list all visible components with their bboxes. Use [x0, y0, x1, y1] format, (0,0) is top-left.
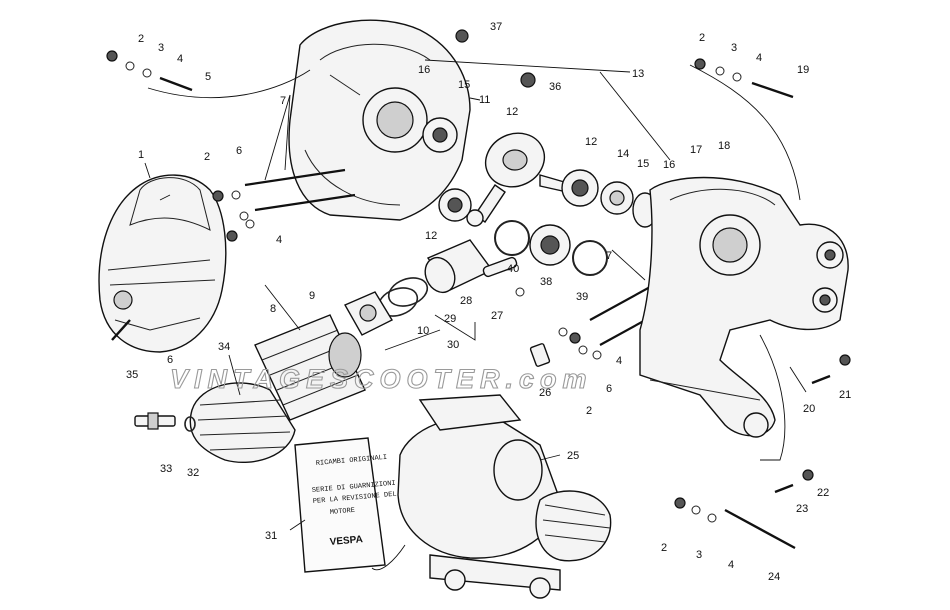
callout-6-mid-left: 6	[236, 145, 242, 157]
packet-brand: VESPA	[329, 534, 363, 548]
callout-18: 18	[718, 140, 730, 152]
flywheel-cover	[98, 174, 227, 353]
callout-3-top-right: 3	[731, 42, 737, 54]
crankcase-left-half	[288, 19, 471, 221]
callout-21: 21	[839, 389, 851, 401]
callout-14: 14	[617, 148, 629, 160]
callout-38: 38	[540, 276, 552, 288]
packet-line-3: MOTORE	[330, 507, 356, 517]
callout-12-right: 12	[585, 136, 597, 148]
crankcase-right-swingarm	[639, 176, 849, 438]
callout-4-bottom: 4	[728, 559, 734, 571]
callout-16-right: 16	[663, 159, 675, 171]
leader-lines	[144, 59, 807, 531]
callout-34: 34	[218, 341, 230, 353]
callout-16-left: 16	[418, 64, 430, 76]
callout-2-bottom: 2	[661, 542, 667, 554]
callout-3-bottom: 3	[696, 549, 702, 561]
callout-7-left: 7	[280, 95, 286, 107]
callout-12-lower: 12	[425, 230, 437, 242]
callout-20: 20	[803, 403, 815, 415]
callout-30: 30	[447, 339, 459, 351]
callout-4-mid-left: 4	[276, 234, 282, 246]
callout-11: 11	[479, 94, 490, 106]
callout-23: 23	[796, 503, 808, 515]
callout-4-top-left: 4	[177, 53, 183, 65]
callout-numbers: 2 3 4 5 7 37 16 15 11 12 36 13 2 3 4 19 …	[126, 21, 851, 583]
callout-29: 29	[444, 313, 456, 325]
callout-6-mid-right: 6	[606, 383, 612, 395]
assembled-engine	[371, 394, 612, 599]
callout-2-top-left: 2	[138, 33, 144, 45]
callout-39: 39	[576, 291, 588, 303]
callout-9: 9	[309, 290, 315, 302]
callout-15-left: 15	[458, 79, 470, 91]
callout-26: 26	[539, 387, 551, 399]
crankshaft	[466, 132, 586, 227]
callout-2-top-right: 2	[699, 32, 705, 44]
callout-2-mid-left: 2	[204, 151, 210, 163]
spark-plug	[134, 412, 196, 432]
callout-33: 33	[160, 463, 172, 475]
small-hardware	[106, 29, 851, 550]
callout-8: 8	[270, 303, 276, 315]
callout-31: 31	[265, 530, 277, 542]
callout-24: 24	[768, 571, 780, 583]
callout-13: 13	[632, 68, 644, 80]
piston-assembly	[344, 239, 525, 336]
watermark: VINTAGESCOOTER.com	[170, 364, 593, 394]
callout-40: 40	[507, 263, 519, 275]
callout-19: 19	[797, 64, 809, 76]
callout-32: 32	[187, 467, 199, 479]
cylinder	[254, 314, 366, 421]
cylinder-head	[189, 382, 296, 464]
callout-1: 1	[138, 149, 144, 161]
callout-2-mid-right: 2	[586, 405, 592, 417]
callout-22: 22	[817, 487, 829, 499]
callout-4-mid-right: 4	[616, 355, 622, 367]
callout-3-top-left: 3	[158, 42, 164, 54]
callout-5: 5	[205, 71, 211, 83]
callout-37: 37	[490, 21, 502, 33]
callout-12-top: 12	[506, 106, 518, 118]
callout-28: 28	[460, 295, 472, 307]
callout-4-top-right: 4	[756, 52, 762, 64]
callout-36: 36	[549, 81, 561, 93]
gasket-packet: RICAMBI ORIGINALI SERIE DI GUARNIZIONI P…	[294, 437, 397, 573]
callout-7-right: 7	[606, 250, 612, 262]
callout-25: 25	[567, 450, 579, 462]
callout-6-lower-left: 6	[167, 354, 173, 366]
callout-35: 35	[126, 369, 138, 381]
callout-15-right: 15	[637, 158, 649, 170]
callout-27: 27	[491, 310, 503, 322]
callout-10: 10	[417, 325, 429, 337]
callout-17: 17	[690, 144, 702, 156]
